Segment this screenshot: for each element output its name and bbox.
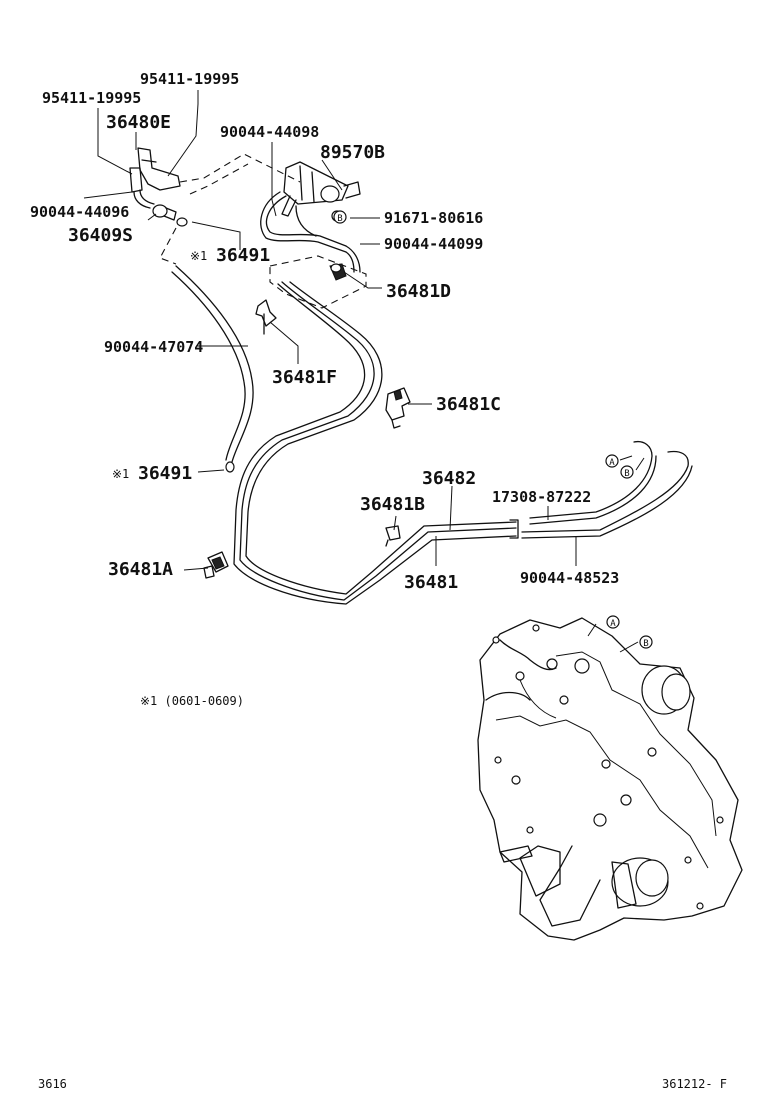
callout-90044-44096: 90044-44096 <box>30 203 129 221</box>
footer-left-code: 3616 <box>38 1077 67 1091</box>
asterisk-mark-bottom: ※1 <box>112 467 129 481</box>
circle-mark-b-low: B <box>639 635 653 649</box>
circle-mark-a-low: A <box>606 615 620 629</box>
callout-89570b: 89570B <box>320 142 385 163</box>
vsv-89570b <box>281 161 361 222</box>
svg-text:B: B <box>624 469 629 479</box>
hose-90044-47074 <box>159 227 254 473</box>
svg-text:B: B <box>337 214 342 224</box>
callout-36481: 36481 <box>404 572 458 593</box>
callout-17308-87222: 17308-87222 <box>492 488 591 506</box>
clamp-36481d <box>329 263 347 281</box>
callout-90044-47074: 90044-47074 <box>104 338 203 356</box>
callout-36481a: 36481A <box>108 559 173 580</box>
svg-text:A: A <box>609 458 615 468</box>
pipe-36482 <box>239 281 517 601</box>
callout-36481f: 36481F <box>272 367 337 388</box>
footer-right-code: 361212- F <box>662 1077 727 1091</box>
callout-91671-80616: 91671-80616 <box>384 209 483 227</box>
hose-90044-44098 <box>260 191 347 253</box>
svg-text:B: B <box>643 639 648 649</box>
circle-mark-a-mid: A <box>605 454 619 468</box>
circle-mark-b-mid: B <box>620 465 634 479</box>
asterisk-mark-top: ※1 <box>190 249 207 263</box>
leader-lines <box>83 90 645 653</box>
callout-36481d: 36481D <box>386 281 451 302</box>
pipe-36481 <box>233 283 517 605</box>
hose-90044-44096 <box>133 189 155 209</box>
circle-mark-b-top: B <box>333 210 347 224</box>
callout-95411-19995-lower: 95411-19995 <box>42 89 141 107</box>
footnote: ※1 (0601-0609) <box>140 694 244 708</box>
clip-36481f <box>255 299 277 335</box>
hose-17308-87222 <box>529 440 657 525</box>
valve-36409s <box>152 204 188 227</box>
transfer-case <box>477 617 743 941</box>
callout-90044-48523: 90044-48523 <box>520 569 619 587</box>
callout-36409s: 36409S <box>68 225 133 246</box>
callout-36480e: 36480E <box>106 112 171 133</box>
clamp-36481a <box>203 551 229 579</box>
callout-90044-44098: 90044-44098 <box>220 123 319 141</box>
valve-bracket-36480e <box>129 147 181 193</box>
callout-36481b: 36481B <box>360 494 425 515</box>
hose-90044-48523 <box>521 450 693 539</box>
callout-90044-44099: 90044-44099 <box>384 235 483 253</box>
callout-36491-upper: 36491 <box>216 245 270 266</box>
pipe-ends <box>509 519 519 539</box>
callout-36491-lower: 36491 <box>138 463 192 484</box>
clamp-36481b <box>385 525 401 547</box>
svg-text:A: A <box>610 619 616 629</box>
callout-95411-19995-upper: 95411-19995 <box>140 70 239 88</box>
callout-36481c: 36481C <box>436 394 501 415</box>
callout-36482: 36482 <box>422 468 476 489</box>
clamp-36481c <box>385 387 411 429</box>
